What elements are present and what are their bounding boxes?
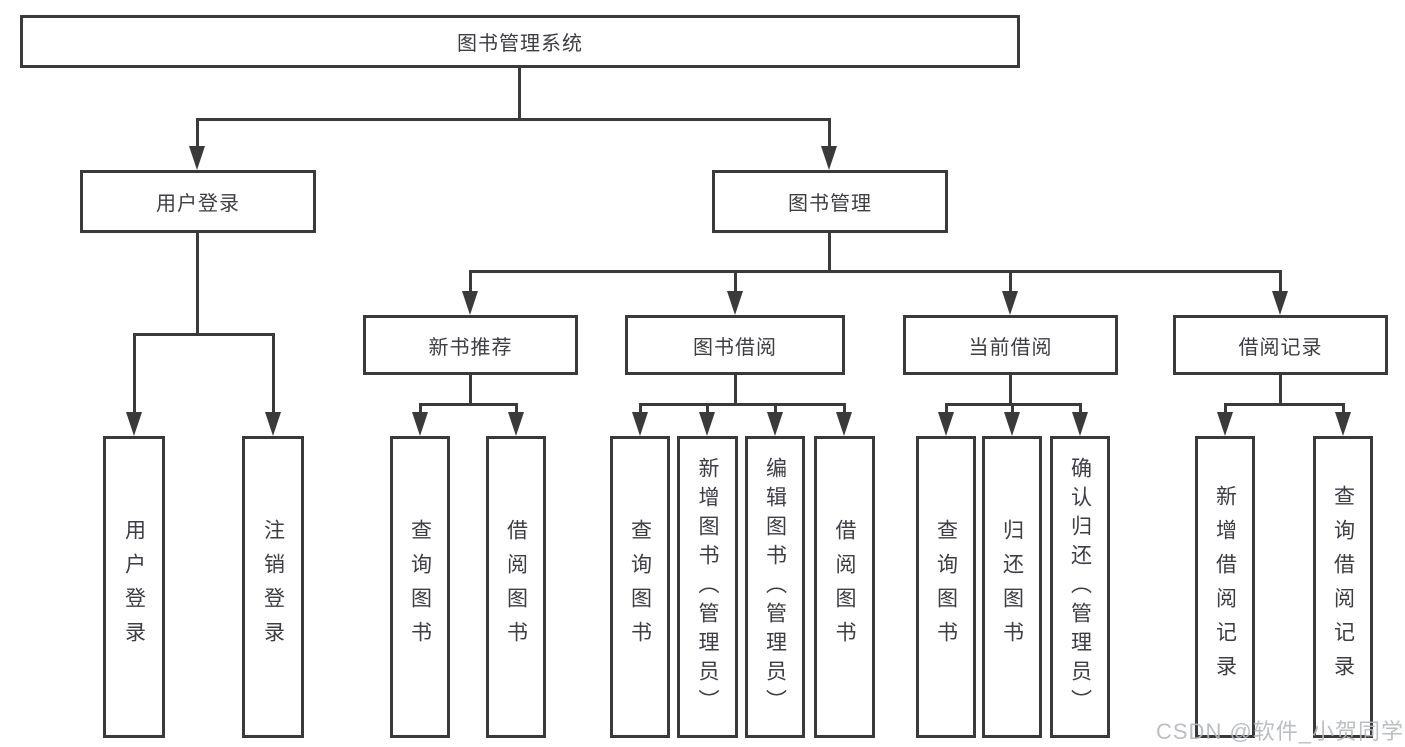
connector-line [196,118,199,150]
arrowhead-down-icon [1004,412,1020,436]
leaf-user-login: 用户登录 [103,436,165,738]
connector-line [843,403,846,416]
arrowhead-down-icon [1002,291,1018,315]
connector-line [196,118,831,121]
leaf-borrow-book: 借阅图书 [814,436,875,738]
node-borrow-records: 借阅记录 [1173,315,1388,375]
connector-line [272,333,275,416]
connector-line [1279,270,1282,295]
arrowhead-down-icon [727,291,743,315]
connector-line [133,333,136,416]
connector-line [828,118,831,150]
node-book-management: 图书管理 [712,170,948,233]
leaf-borrow-edit-book: 编辑图书（管理员） [745,436,805,738]
connector-line [1079,403,1082,416]
connector-line [828,233,831,273]
connector-line [734,270,737,295]
connector-line [518,68,521,120]
connector-line [639,403,642,416]
leaf-current-confirm-return: 确认归还（管理员） [1050,436,1110,738]
node-book-borrow: 图书借阅 [625,315,845,375]
leaf-records-query: 查询借阅记录 [1313,436,1373,738]
connector-line [706,403,709,416]
arrowhead-down-icon [462,291,478,315]
arrowhead-down-icon [508,412,524,436]
connector-line [639,403,846,406]
leaf-logout: 注销登录 [242,436,304,738]
arrowhead-down-icon [632,412,648,436]
connector-line [1011,403,1014,416]
arrowhead-down-icon [265,412,281,436]
arrowhead-down-icon [938,412,954,436]
arrowhead-down-icon [1217,412,1233,436]
leaf-newbook-query: 查询图书 [390,436,450,738]
connector-line [945,403,948,416]
arrowhead-down-icon [126,412,142,436]
connector-line [734,375,737,406]
connector-line [1224,403,1345,406]
leaf-records-add: 新增借阅记录 [1195,436,1255,738]
leaf-current-return: 归还图书 [982,436,1042,738]
watermark: CSDN @软件_小贺同学 [1156,719,1405,744]
arrowhead-down-icon [1335,412,1351,436]
node-current-borrow: 当前借阅 [903,315,1118,375]
connector-line [469,270,1282,273]
connector-line [133,333,275,336]
arrowhead-down-icon [412,412,428,436]
leaf-borrow-add-book: 新增图书（管理员） [677,436,738,738]
connector-line [196,233,199,336]
leaf-current-query: 查询图书 [916,436,976,738]
node-new-book-recommend: 新书推荐 [363,315,578,375]
arrowhead-down-icon [767,412,783,436]
arrowhead-down-icon [699,412,715,436]
leaf-newbook-borrow: 借阅图书 [486,436,546,738]
node-user-login: 用户登录 [80,170,316,233]
connector-line [1279,375,1282,406]
node-root: 图书管理系统 [20,15,1020,68]
arrowhead-down-icon [821,146,837,170]
arrowhead-down-icon [1272,291,1288,315]
connector-line [419,403,422,416]
arrowhead-down-icon [1072,412,1088,436]
connector-line [1342,403,1345,416]
connector-line [469,375,472,406]
arrowhead-down-icon [189,146,205,170]
connector-line [1009,270,1012,295]
connector-line [469,270,472,295]
connector-line [1009,375,1012,406]
leaf-borrow-query: 查询图书 [610,436,670,738]
connector-line [419,403,518,406]
arrowhead-down-icon [836,412,852,436]
connector-line [515,403,518,416]
connector-line [774,403,777,416]
connector-line [1224,403,1227,416]
